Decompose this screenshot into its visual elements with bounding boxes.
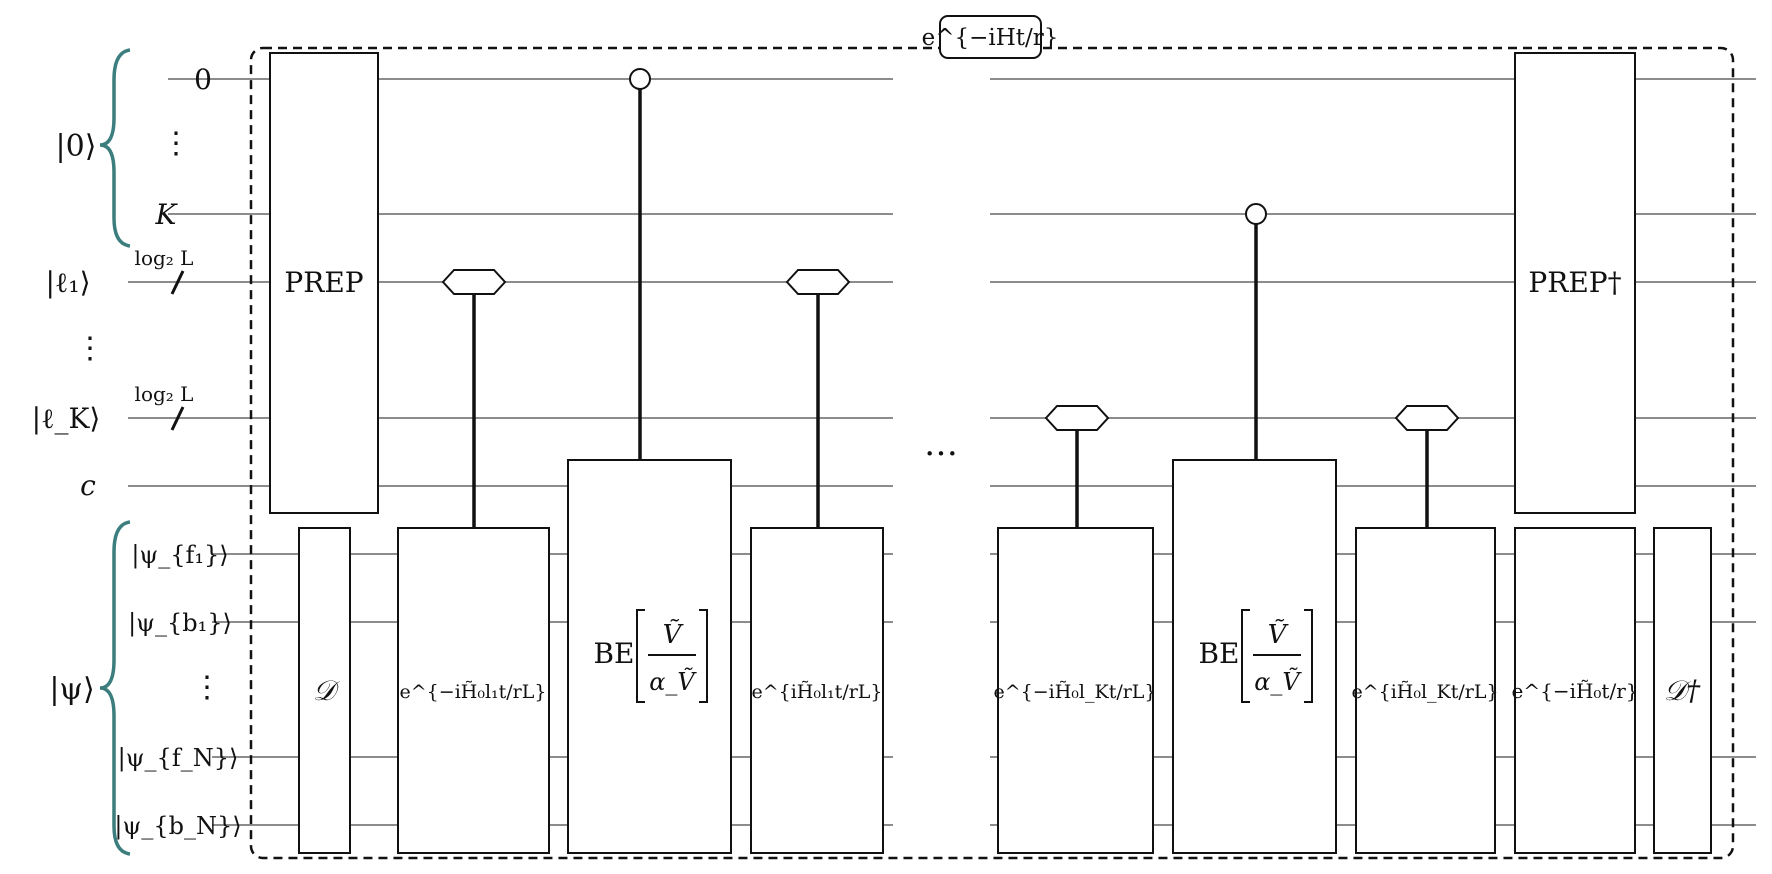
- multiplex-node-l1-minus: [441, 269, 507, 295]
- multiplex-node-lK-plus: [1394, 405, 1460, 431]
- be-2-denominator: α_Ṽ: [1254, 667, 1302, 696]
- zero-register-brace: [99, 48, 131, 248]
- bus-width-ell-K: log₂ L: [135, 382, 194, 406]
- wire-label-psi-vdots: ⋮: [192, 670, 222, 705]
- frame-label: e^{−iHt/r}: [922, 25, 1059, 51]
- be-1-numerator: Ṽ: [663, 618, 684, 650]
- be-1-denominator: α_Ṽ: [649, 667, 697, 696]
- prep-dagger-gate: PREP†: [1514, 52, 1636, 514]
- evolution-gate-l1-plus-label: e^{iH̃₀l₁t/rL}: [751, 681, 882, 703]
- evolution-gate-lK-minus: e^{−iH̃₀l_Kt/rL}: [993, 527, 1157, 854]
- control-node-be-2: [1245, 203, 1267, 225]
- be-1-label: BE: [593, 637, 634, 670]
- prep-gate: PREP: [269, 52, 379, 514]
- evolution-gate-l1-minus-label: e^{−iH̃₀l₁t/rL}: [400, 681, 547, 703]
- wire-label-psi-b1: |ψ_{b₁}⟩: [128, 609, 232, 638]
- psi-register-brace: [99, 520, 131, 856]
- psi-register-label: |ψ⟩: [49, 672, 94, 707]
- prep-dagger-gate-label: PREP†: [1528, 266, 1621, 299]
- repetition-ellipsis: …: [924, 424, 958, 464]
- block-encoding-gate-1: BE Ṽ α_Ṽ: [567, 459, 732, 854]
- evolution-gate-lK-minus-label: e^{−iH̃₀l_Kt/rL}: [993, 681, 1156, 703]
- be-2-label: BE: [1198, 637, 1239, 670]
- evolution-gate-h0-label: e^{−iH̃₀t/r}: [1512, 679, 1639, 703]
- ell-K-label: |ℓ_K⟩: [32, 402, 101, 435]
- d-gate: 𝒟: [298, 527, 351, 854]
- d-dagger-gate-label: 𝒟†: [1664, 674, 1701, 707]
- be-2-numerator: Ṽ: [1268, 618, 1289, 650]
- wire-label-psi-fN: |ψ_{f_N}⟩: [118, 744, 239, 773]
- evolution-gate-lK-plus: e^{iH̃₀l_Kt/rL}: [1351, 527, 1499, 854]
- bus-slash-ell-K: [170, 406, 185, 431]
- control-nodes: [441, 68, 1460, 431]
- evolution-gate-h0: e^{−iH̃₀t/r}: [1512, 527, 1639, 854]
- prep-gate-label: PREP: [284, 266, 363, 299]
- control-lines: [472, 79, 1429, 528]
- frame-label-box: [939, 15, 1042, 59]
- block-encoding-gate-2: BE Ṽ α_Ṽ: [1172, 459, 1337, 854]
- be-2-left-bracket: [1241, 609, 1250, 703]
- wire-label-psi-bN: |ψ_{b_N}⟩: [114, 812, 241, 841]
- evolution-gate-lK-plus-label: e^{iH̃₀l_Kt/rL}: [1351, 681, 1498, 703]
- be-2-right-bracket: [1304, 609, 1313, 703]
- wire-label-vdots: ⋮: [161, 126, 191, 161]
- evolution-gate-l1-plus: e^{iH̃₀l₁t/rL}: [750, 527, 884, 854]
- ell-vdots: ⋮: [75, 331, 105, 366]
- wire-label-0: 0: [194, 63, 212, 96]
- ell-1-label: |ℓ₁⟩: [46, 266, 91, 299]
- be-1-left-bracket: [636, 609, 645, 703]
- zero-register-label: |0⟩: [56, 129, 97, 164]
- multiplex-node-lK-minus: [1044, 405, 1110, 431]
- d-dagger-gate: 𝒟†: [1653, 527, 1712, 854]
- wire-label-c: c: [80, 469, 96, 502]
- wire-label-psi-f1: |ψ_{f₁}⟩: [131, 541, 228, 570]
- control-node-be-1: [629, 68, 651, 90]
- multiplex-node-l1-plus: [785, 269, 851, 295]
- bus-slash-ell-1: [170, 270, 185, 295]
- be-1-right-bracket: [699, 609, 708, 703]
- evolution-gate-l1-minus: e^{−iH̃₀l₁t/rL}: [397, 527, 550, 854]
- wire-label-K: K: [155, 198, 179, 231]
- bus-width-ell-1: log₂ L: [135, 246, 194, 270]
